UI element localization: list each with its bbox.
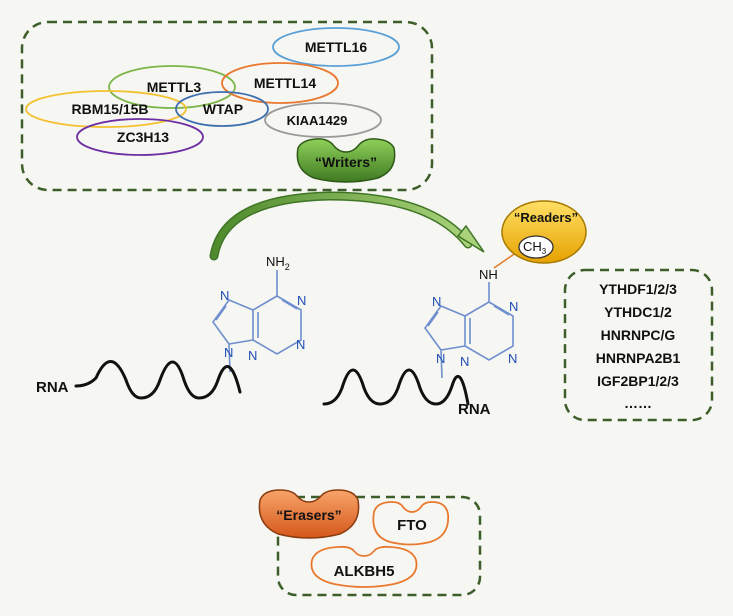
kiaa1429-label: KIAA1429 <box>287 113 348 128</box>
erasers-box <box>276 495 482 597</box>
right-atom-n7: N <box>432 294 441 309</box>
right-atom-n9: N <box>436 351 445 366</box>
kiaa1429-ellipse <box>264 102 382 138</box>
left-atom-n-linker: N <box>248 348 257 363</box>
reader-ythdc: YTHDC1/2 <box>604 304 672 320</box>
erasers-badge: “Erasers” <box>258 489 360 539</box>
left-molecule: N N N N N NH2 RNA <box>36 254 306 400</box>
erasers-group: FTO ALKBH5 “Erasers” <box>258 489 482 597</box>
wtap-ellipse <box>175 91 269 127</box>
reader-more: …… <box>624 395 652 411</box>
left-rna-label: RNA <box>36 379 69 396</box>
left-amine-label: NH2 <box>266 254 290 272</box>
zc3h13-label: ZC3H13 <box>117 129 169 145</box>
erasers-badge-label: “Erasers” <box>276 507 341 523</box>
wtap-label: WTAP <box>203 101 243 117</box>
rbm15-label: RBM15/15B <box>71 101 148 117</box>
reader-ythdf: YTHDF1/2/3 <box>599 281 677 297</box>
methylation-arrow <box>209 191 485 261</box>
writers-box <box>20 20 434 192</box>
alkbh5-shape <box>310 545 418 588</box>
left-atom-n9: N <box>224 345 233 360</box>
reader-hnrnpc: HNRNPC/G <box>601 327 676 343</box>
right-amine-label: NH <box>479 267 498 282</box>
left-atom-n7: N <box>220 288 229 303</box>
readers-box-group: YTHDF1/2/3 YTHDC1/2 HNRNPC/G HNRNPA2B1 I… <box>563 268 714 422</box>
mettl3-ellipse <box>108 65 236 109</box>
readers-box <box>563 268 714 422</box>
mettl16-ellipse <box>272 27 400 67</box>
methyl-label: CH3 <box>523 239 547 256</box>
methyl-group <box>518 235 554 259</box>
fto-shape <box>372 501 450 546</box>
reader-igf2bp: IGF2BP1/2/3 <box>597 373 679 389</box>
readers-badge: “Readers” CH3 <box>501 200 587 264</box>
left-atom-n3: N <box>296 337 305 352</box>
left-rna-strand <box>74 360 242 400</box>
mettl3-label: METTL3 <box>147 79 202 95</box>
reader-hnrnpa2b1: HNRNPA2B1 <box>596 350 681 366</box>
writers-badge: “Writers” <box>296 138 396 183</box>
right-atom-n1: N <box>509 299 518 314</box>
right-rna-strand <box>322 368 470 406</box>
writers-badge-label: “Writers” <box>315 154 377 170</box>
zc3h13-ellipse <box>76 118 204 156</box>
alkbh5-label: ALKBH5 <box>334 563 395 580</box>
readers-badge-label: “Readers” <box>514 210 578 225</box>
rbm15-ellipse <box>25 90 187 128</box>
right-atom-n3: N <box>508 351 517 366</box>
right-atom-n-linker: N <box>460 354 469 369</box>
right-rna-label: RNA <box>458 401 491 418</box>
left-atom-n1: N <box>297 293 306 308</box>
writers-group: METTL16 METTL3 METTL14 RBM15/15B WTAP KI… <box>20 20 434 192</box>
mettl14-label: METTL14 <box>254 75 316 91</box>
fto-label: FTO <box>397 517 427 534</box>
right-molecule: N N N N N NH RNA <box>322 249 521 418</box>
mettl14-ellipse <box>221 62 339 104</box>
mettl16-label: METTL16 <box>305 39 367 55</box>
